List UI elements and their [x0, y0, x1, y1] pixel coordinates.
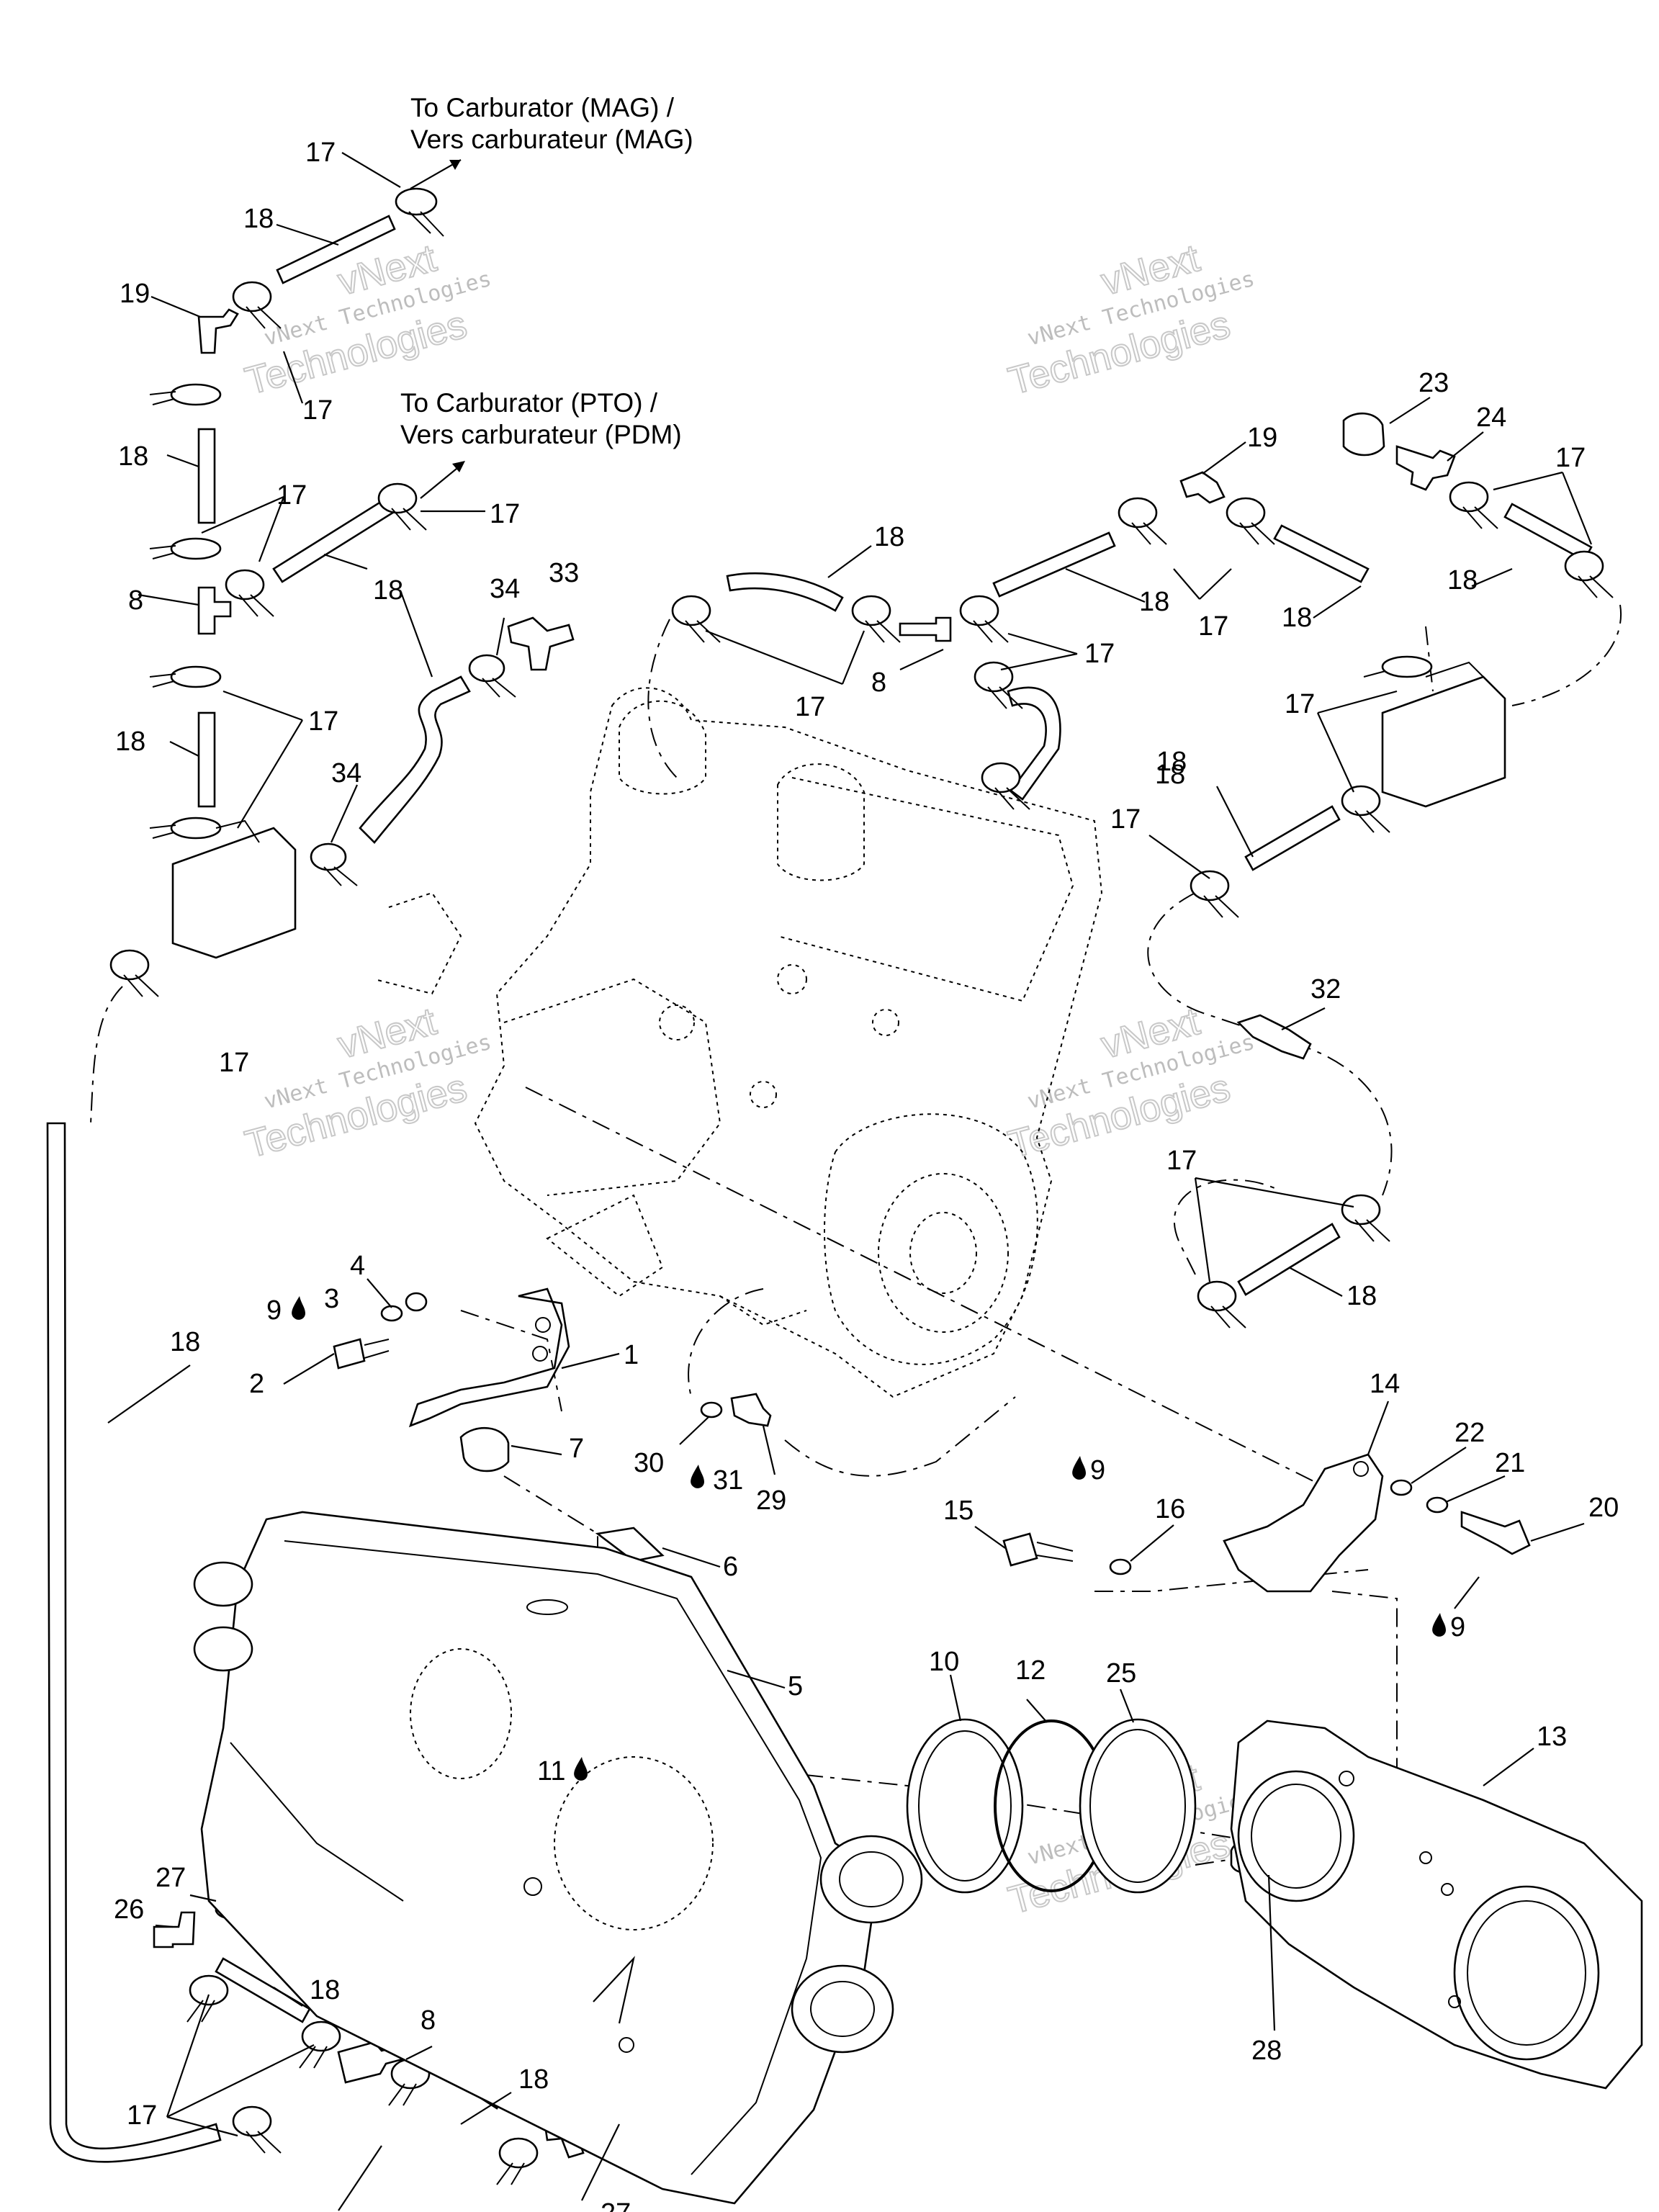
callout-18: 18 — [1139, 587, 1169, 617]
callout-8: 8 — [421, 2005, 436, 2036]
callout-15: 15 — [943, 1496, 974, 1526]
callout-27: 27 — [156, 1863, 186, 1893]
callout-18: 18 — [1346, 1281, 1377, 1311]
engine-outline — [374, 687, 1103, 1398]
callout-17: 17 — [276, 480, 307, 511]
brackets-fasteners — [333, 1287, 1531, 1874]
lubricant-drop-icon — [574, 1757, 588, 1781]
hose-clamps — [109, 187, 1614, 2185]
callout-17: 17 — [1285, 689, 1315, 719]
caption-mag-line1: To Carburator (MAG) / — [410, 93, 675, 122]
caption-pto-line1: To Carburator (PTO) / — [400, 388, 658, 418]
callout-9: 9 — [266, 1295, 282, 1326]
callout-25: 25 — [1106, 1658, 1136, 1689]
callout-20: 20 — [1588, 1493, 1619, 1523]
callout-1: 1 — [624, 1340, 639, 1370]
callout-17: 17 — [1198, 611, 1228, 642]
lubricant-drop-icon — [292, 1296, 305, 1320]
callout-28: 28 — [1251, 2036, 1282, 2066]
callout-18: 18 — [115, 727, 145, 757]
callout-6: 6 — [723, 1552, 738, 1582]
callout-11: 11 — [537, 1756, 565, 1786]
carburetor-captions: To Carburator (MAG) / Vers carburateur (… — [400, 93, 693, 449]
callout-33: 33 — [549, 558, 579, 588]
callout-29: 29 — [756, 1485, 786, 1516]
callout-27: 27 — [601, 2198, 631, 2212]
callout-31: 31 — [713, 1465, 743, 1496]
callout-18: 18 — [1155, 760, 1185, 790]
callout-18: 18 — [310, 1975, 340, 2005]
callout-19: 19 — [1247, 423, 1277, 453]
callout-18: 18 — [518, 2064, 549, 2095]
callout-2: 2 — [249, 1369, 264, 1399]
seal-rings — [906, 1718, 1197, 1894]
callout-18: 18 — [1282, 603, 1312, 633]
lubricant-drop-icon — [1072, 1456, 1086, 1480]
caption-mag-line2: Vers carburateur (MAG) — [410, 125, 693, 154]
callout-17: 17 — [305, 138, 336, 168]
lubricant-drop-icon — [1432, 1613, 1446, 1637]
callout-24: 24 — [1476, 403, 1506, 433]
leader-lines — [107, 152, 1593, 2211]
callout-21: 21 — [1495, 1448, 1525, 1478]
callout-9: 9 — [1090, 1455, 1105, 1485]
callout-19: 19 — [120, 279, 150, 309]
callout-18: 18 — [170, 1327, 200, 1357]
callout-14: 14 — [1370, 1369, 1400, 1399]
air-box — [193, 1511, 923, 2205]
callout-18: 18 — [1156, 747, 1187, 777]
callout-17: 17 — [1166, 1146, 1197, 1176]
callout-17: 17 — [302, 395, 333, 426]
callout-32: 32 — [1310, 974, 1341, 1004]
callout-3: 3 — [324, 1284, 339, 1314]
callout-7: 7 — [569, 1434, 584, 1464]
callout-23: 23 — [1419, 368, 1449, 398]
callout-17: 17 — [308, 706, 338, 737]
callout-18: 18 — [373, 575, 403, 606]
adapter-plate — [1230, 1719, 1643, 2090]
lubricant-drop-icon — [691, 1465, 704, 1488]
callout-17: 17 — [795, 692, 825, 722]
callout-18: 18 — [118, 441, 148, 472]
callout-9: 9 — [1450, 1612, 1465, 1642]
callout-17: 17 — [1555, 443, 1586, 473]
part-number-callouts: 17 18 19 17 18 17 17 8 18 17 18 34 33 34… — [114, 138, 1619, 2212]
callout-8: 8 — [128, 585, 143, 616]
callout-13: 13 — [1537, 1722, 1567, 1752]
callout-18: 18 — [1447, 565, 1478, 595]
callout-17: 17 — [490, 499, 520, 529]
callout-18: 18 — [243, 204, 274, 234]
callout-17: 17 — [127, 2100, 157, 2131]
air-box-inlets — [193, 1561, 923, 2054]
callout-22: 22 — [1455, 1418, 1485, 1448]
callout-8: 8 — [871, 667, 886, 698]
callout-17: 17 — [1084, 639, 1115, 669]
callout-18: 18 — [874, 522, 904, 552]
callout-17: 17 — [219, 1048, 249, 1078]
callout-34: 34 — [331, 758, 361, 788]
callout-5: 5 — [788, 1671, 803, 1701]
callout-17: 17 — [1110, 804, 1141, 835]
callout-26: 26 — [114, 1894, 144, 1925]
callout-30: 30 — [634, 1448, 664, 1478]
callout-16: 16 — [1155, 1494, 1185, 1524]
callout-4: 4 — [350, 1251, 365, 1281]
callout-12: 12 — [1015, 1655, 1046, 1686]
callout-10: 10 — [929, 1647, 959, 1677]
caption-pto-line2: Vers carburateur (PDM) — [400, 420, 682, 449]
callout-34: 34 — [490, 574, 520, 604]
